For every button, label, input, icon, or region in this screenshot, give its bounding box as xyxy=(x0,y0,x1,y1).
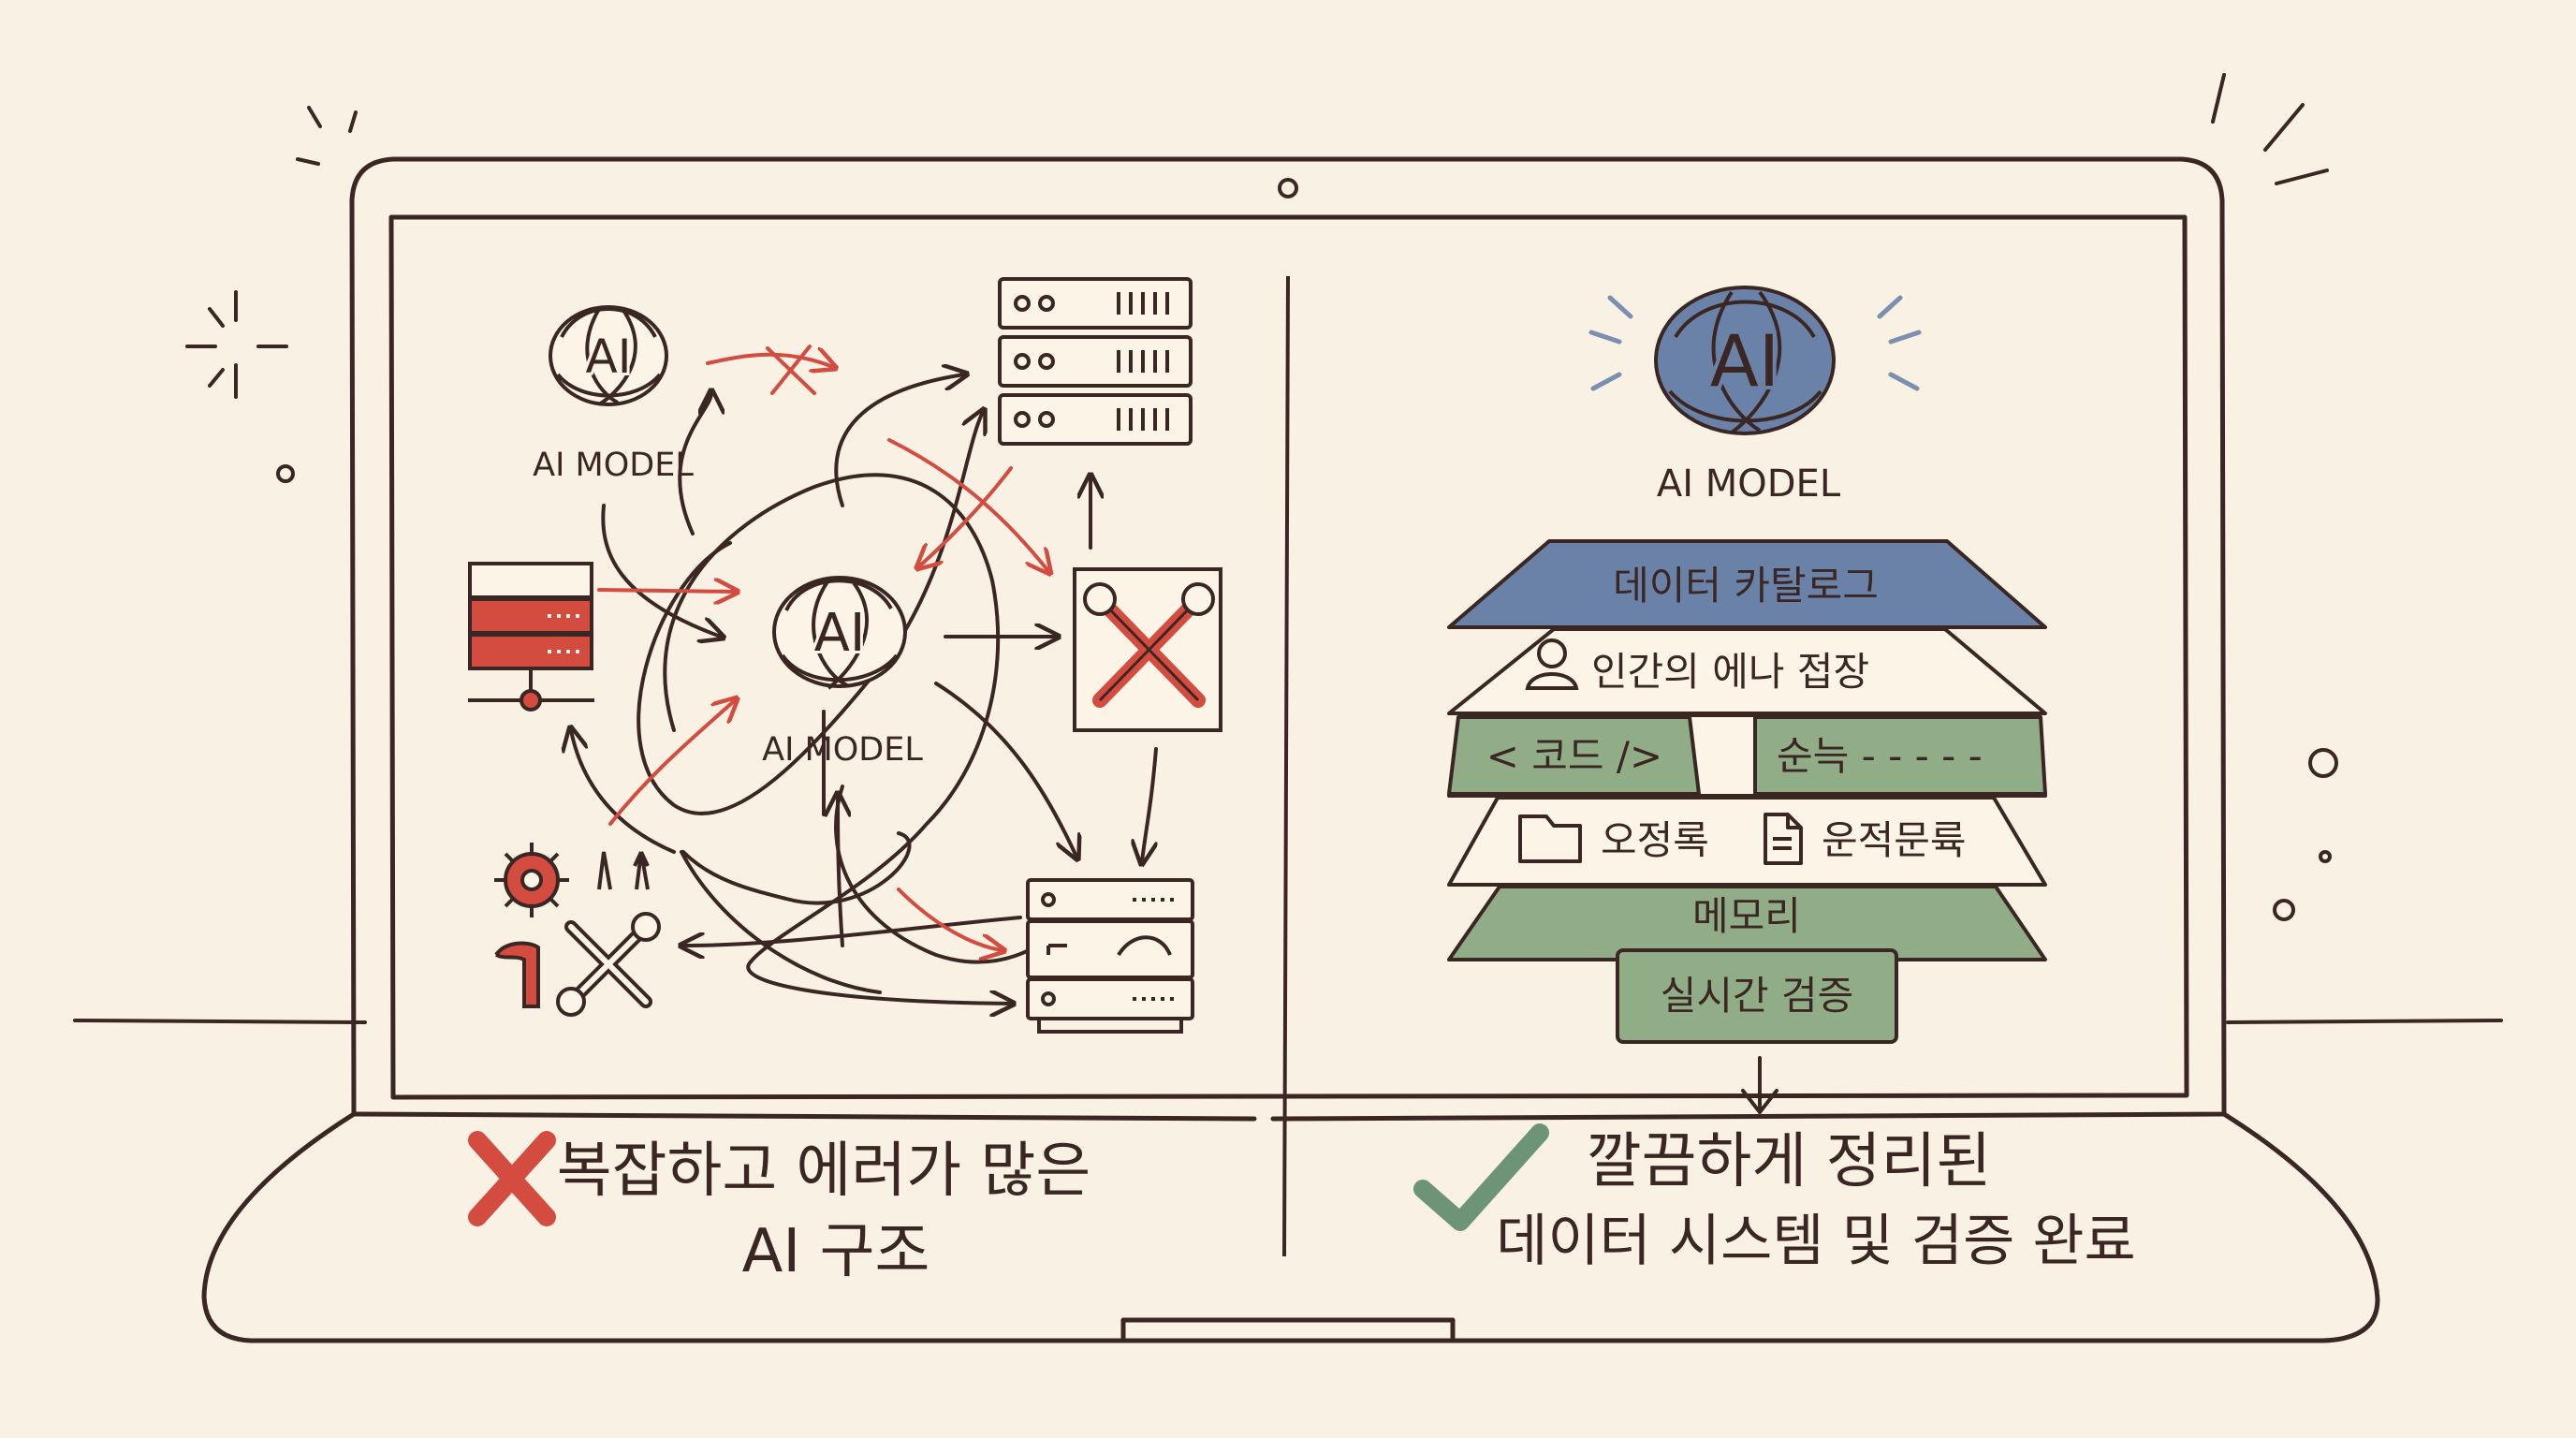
ai-model-label: AI MODEL xyxy=(762,731,923,769)
layer-label-order: 순늑 - - - - - xyxy=(1777,733,1983,779)
layer-files xyxy=(1447,796,2047,887)
webcam xyxy=(1278,178,1298,198)
right-panel-clean-architecture: AI AI MODEL 데이터 카탈로그 인간의 에나 접장 < 코드 /> 순… xyxy=(1413,286,2136,1274)
right-caption-line1: 깔끔하게 정리된 xyxy=(1587,1127,1992,1196)
sparkle-lines xyxy=(185,73,2329,399)
ai-model-node-center: AI AI MODEL xyxy=(762,576,923,769)
layer-label-folder: 오정록 xyxy=(1601,817,1709,863)
ai-logo-text: AI xyxy=(1710,319,1779,403)
tools-icon xyxy=(1073,567,1222,732)
laptop-frame xyxy=(201,156,2380,1343)
user-icon xyxy=(1525,638,1579,690)
screen-divider xyxy=(1282,275,1290,1257)
server-rack-icon xyxy=(998,277,1193,446)
layer-memory xyxy=(1447,885,2047,961)
ai-model-label: AI MODEL xyxy=(533,447,694,484)
layer-catalog xyxy=(1447,539,2047,629)
layer-verify xyxy=(1616,948,1898,1044)
layer-label-code: < 코드 /> xyxy=(1486,733,1663,779)
ai-logo-text: AI xyxy=(814,603,866,664)
ai-brain-icon xyxy=(772,576,907,690)
layer-stack xyxy=(1447,539,2047,1044)
ai-brain-icon-blue xyxy=(1588,286,1922,435)
ai-brain-icon xyxy=(549,305,668,406)
red-x-icon xyxy=(468,1131,556,1226)
database-server-icon xyxy=(468,562,594,712)
down-arrow-icon xyxy=(1741,1056,1778,1116)
layer-label-doc: 운적문륙 xyxy=(1822,817,1967,863)
left-panel-messy-architecture: AI AI MODEL AI AI MODEL xyxy=(468,277,1222,1286)
layer-label-memory: 메모리 xyxy=(1692,893,1801,939)
broken-red-connections xyxy=(597,345,1048,950)
ai-model-node-top: AI AI MODEL xyxy=(533,305,694,484)
decorative-circles xyxy=(276,464,2338,921)
right-caption-line2: 데이터 시스템 및 검증 완료 xyxy=(1496,1209,2136,1274)
ai-logo-text: AI xyxy=(586,330,632,384)
left-caption-line1: 복잡하고 에러가 많은 xyxy=(557,1137,1091,1206)
layer-persona xyxy=(1447,627,2047,715)
ai-model-label: AI MODEL xyxy=(1657,462,1841,506)
gear-and-wrench-icons xyxy=(494,843,661,1017)
left-caption-line2: AI 구조 xyxy=(742,1217,930,1286)
layer-label-catalog: 데이터 카탈로그 xyxy=(1613,563,1879,609)
layer-order-box xyxy=(1753,715,2047,796)
monitoring-server-icon xyxy=(1026,878,1194,1034)
layer-label-verify: 실시간 검증 xyxy=(1661,973,1854,1019)
folder-icon xyxy=(1518,814,1582,863)
layer-code-box xyxy=(1447,715,1701,796)
document-icon xyxy=(1764,813,1803,865)
desk-line xyxy=(73,1019,2503,1024)
green-check-icon xyxy=(1413,1123,1549,1231)
layer-label-persona: 인간의 에나 접장 xyxy=(1591,649,1869,695)
tangled-connections xyxy=(571,374,1158,1004)
